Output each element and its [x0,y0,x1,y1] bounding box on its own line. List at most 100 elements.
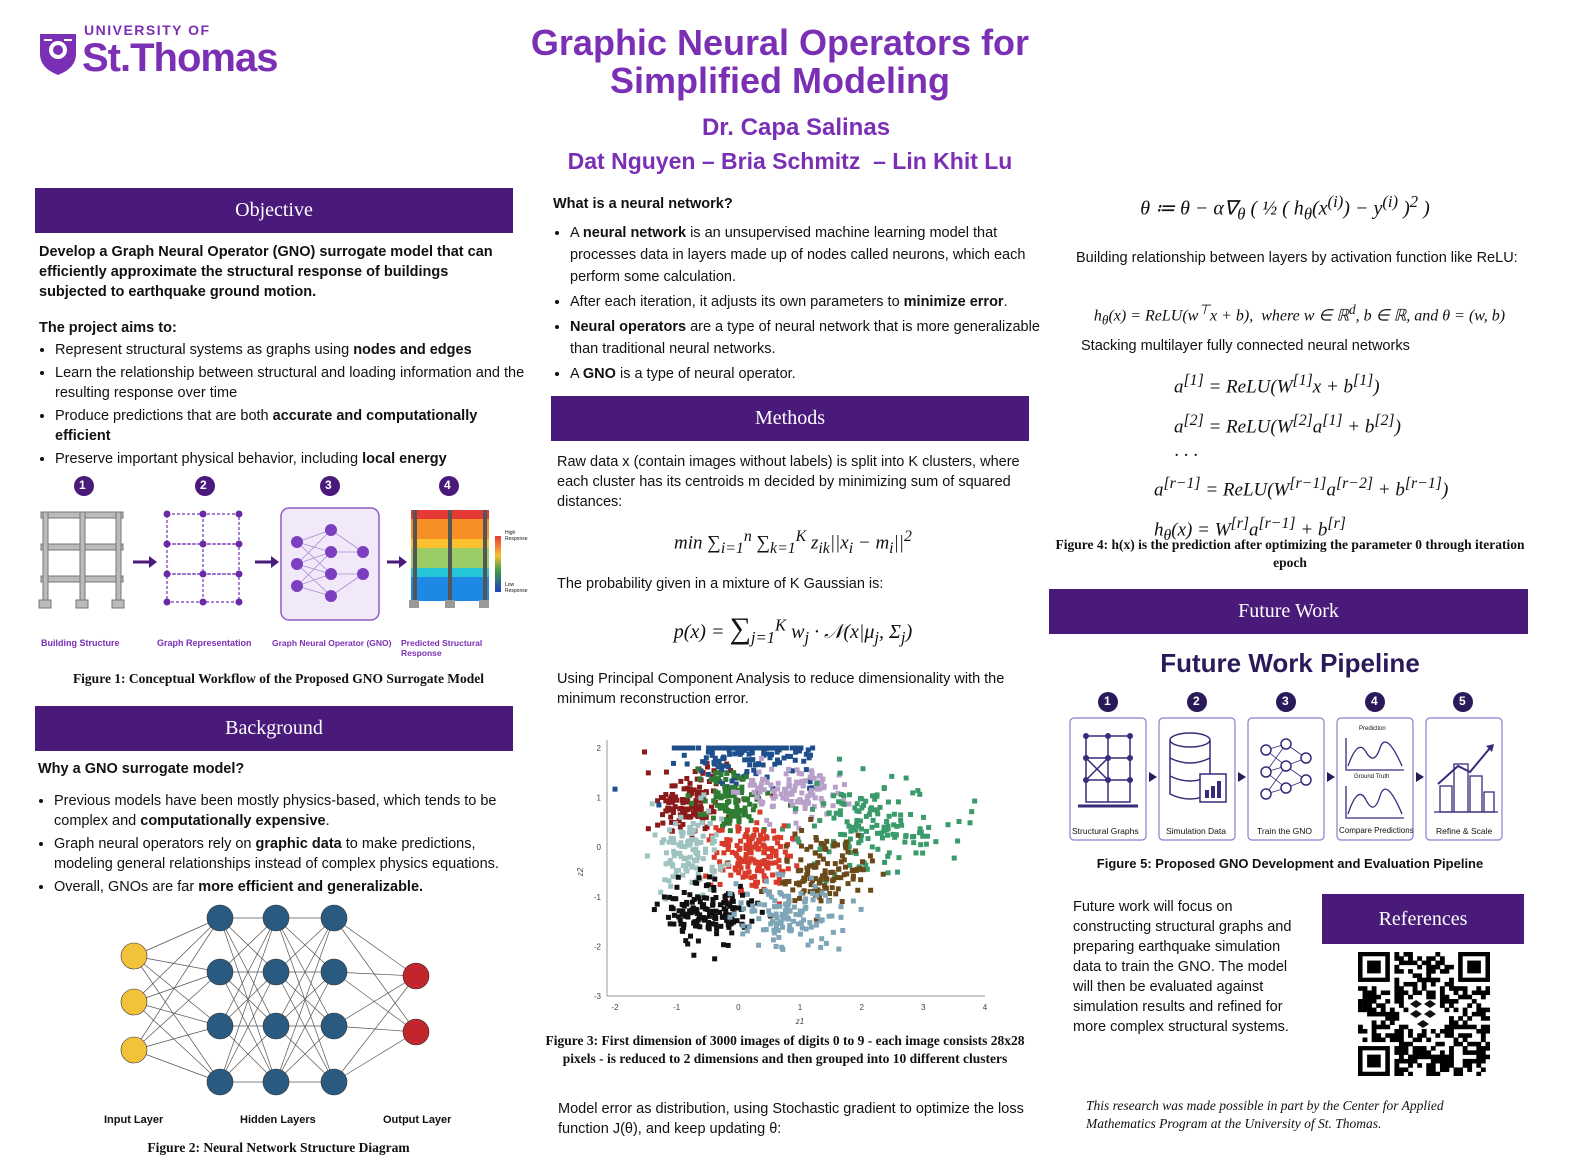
scatter-point [690,847,696,853]
scatter-point [780,924,786,930]
qr-module [1412,973,1418,978]
scatter-point [850,873,856,879]
scatter-point [844,871,850,877]
qr-module [1476,1058,1482,1064]
scatter-point [868,887,874,893]
scatter-point [702,811,708,817]
scatter-point [792,783,798,789]
scatter-point [743,852,749,858]
qr-module [1403,1041,1409,1047]
scatter-point [678,921,684,927]
scatter-point [771,788,777,794]
scatter-point [848,850,854,856]
scatter-point [738,838,744,844]
qr-module [1403,1058,1409,1064]
scatter-point [858,906,864,912]
figure1-caption: Figure 1: Conceptual Workflow of the Pro… [72,671,485,686]
qr-module [1394,1050,1400,1055]
qr-module [1398,960,1404,966]
scatter-point [783,790,789,796]
scatter-point [752,908,758,914]
scatter-point [746,859,752,865]
scatter-point [778,920,784,926]
scatter-point [749,792,755,798]
scatter-point [713,825,719,831]
scatter-point [786,893,792,899]
qr-module [1467,1003,1473,1008]
scatter-point [956,819,962,825]
scatter-point [826,810,832,816]
scatter-point [784,857,790,863]
scatter-point [754,879,760,885]
scatter-point [808,938,814,944]
scatter-point [693,906,699,912]
scatter-point [785,866,791,872]
scatter-point [792,757,798,763]
scatter-point [740,745,746,751]
scatter-point [920,850,926,856]
scatter-point [718,923,724,929]
scatter-point [859,832,865,838]
scatter-point [690,745,696,751]
scatter-point [801,875,807,881]
background-list: Previous models have been mostly physics… [36,791,529,900]
x-tick-label: 2 [859,1003,864,1012]
network-edge [275,917,335,1027]
qr-module [1403,1024,1409,1030]
scatter-point [734,803,740,809]
scatter-point [701,917,707,923]
network-edge [219,971,277,1083]
scatter-point [813,888,819,894]
qr-module [1417,1037,1423,1043]
network-node [206,958,234,986]
scatter-point [723,776,729,782]
scatter-point [833,891,839,897]
scatter-point [671,921,677,927]
scatter-point [779,944,785,950]
scatter-point [688,826,694,832]
qr-module [1394,956,1400,961]
scatter-point [761,850,767,856]
qr-module [1362,994,1368,1000]
scatter-point [803,751,809,757]
qr-code-image[interactable] [1358,952,1490,1076]
scatter-point [760,927,766,933]
y-tick-label: -1 [594,893,602,902]
scatter-point [707,887,713,893]
network-node [262,904,290,932]
qr-module [1444,1063,1450,1068]
scatter-point [717,909,723,915]
scatter-point [712,755,718,761]
scatter-point [673,868,679,874]
scatter-point [753,745,759,751]
scatter-point [810,806,816,812]
scatter-point [689,801,695,807]
scatter-point [696,745,702,751]
scatter-point [706,913,712,919]
qr-module [1453,986,1459,991]
qr-module [1417,977,1423,983]
pipeline-step-number: 3 [1282,694,1289,708]
scatter-point [822,883,828,889]
scatter-point [684,785,690,791]
scatter-point [677,745,683,751]
qr-module [1371,1037,1377,1043]
scatter-point [731,773,737,779]
qr-module [1398,969,1404,974]
qr-module [1362,1037,1368,1043]
scatter-point [716,776,722,782]
scatter-point [671,912,677,918]
scatter-point [718,793,724,799]
scatter-point [787,754,793,760]
scatter-point [688,837,694,843]
scatter-point [847,862,853,868]
scatter-point [670,896,676,902]
qr-module [1394,1063,1400,1068]
scatter-point [612,786,618,792]
scatter-point [805,747,811,753]
qr-module [1462,1050,1468,1055]
qr-module [1462,1007,1468,1013]
qr-module [1426,956,1432,961]
qr-module [1403,1067,1409,1073]
network-node [262,1068,290,1096]
